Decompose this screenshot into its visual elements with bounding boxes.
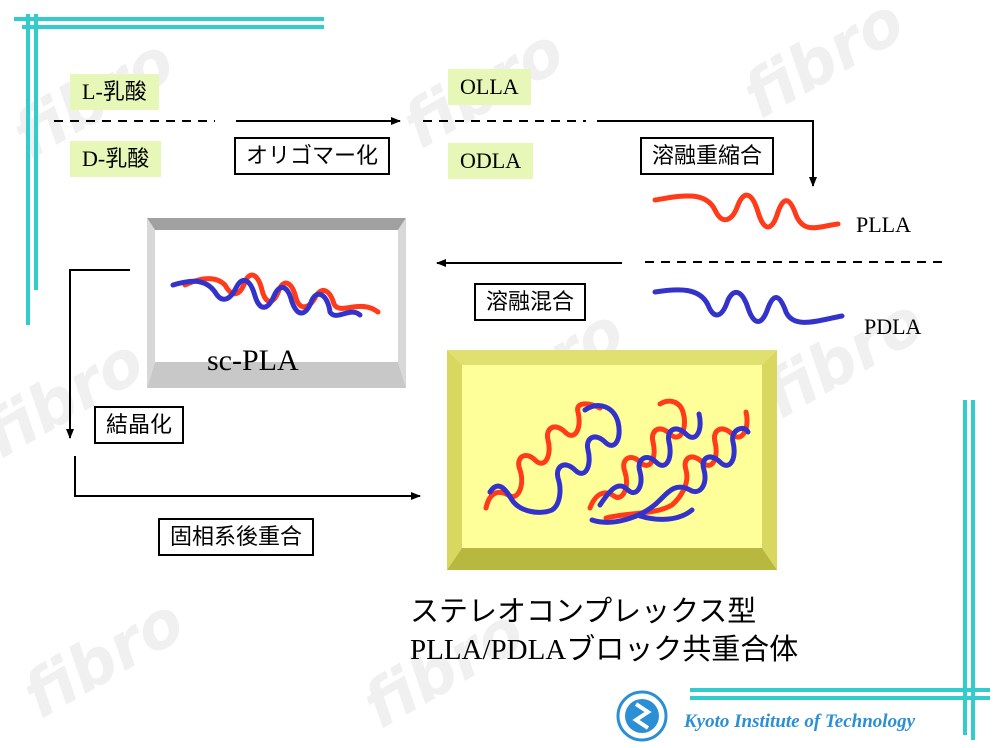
polycondensation-arrow xyxy=(597,120,817,187)
d-lactic-acid-label: D-乳酸 xyxy=(70,141,162,177)
diagram-title-line1: ステレオコンプレックス型 xyxy=(410,596,757,628)
solid-state-arrow xyxy=(74,456,421,500)
solid-state-polymerization-label: 固相系後重合 xyxy=(158,518,315,556)
melt-polycondensation-label: 溶融重縮合 xyxy=(640,137,775,175)
frame-top-left xyxy=(14,14,324,325)
frame-bottom-right xyxy=(690,400,990,740)
oligomerize-label: オリゴマー化 xyxy=(234,137,391,175)
watermark-text: fibro xyxy=(11,584,197,734)
dashed-lines xyxy=(54,120,946,263)
kit-logo-icon xyxy=(616,690,668,742)
watermark-text: fibro xyxy=(0,324,157,474)
sc-pla-label: sc-PLA xyxy=(207,344,299,377)
l-lactic-acid-label: L-乳酸 xyxy=(70,74,159,110)
diagram-title-line2: PLLA/PDLAブロック共重合体 xyxy=(410,634,799,666)
block-copolymer-box xyxy=(447,350,777,570)
polymer-chains xyxy=(170,192,845,525)
watermark-text: fibro xyxy=(751,284,937,434)
block-pdla-chain xyxy=(487,403,751,525)
crystallization-arrow xyxy=(66,269,130,439)
sc-pla-box xyxy=(147,218,406,388)
pdla-chain xyxy=(652,287,845,325)
melt-mixing-label: 溶融混合 xyxy=(474,283,587,321)
crystallization-label: 結晶化 xyxy=(94,406,185,444)
institution-name: Kyoto Institute of Technology xyxy=(684,711,916,732)
watermark-text: fibro xyxy=(731,0,917,134)
arrows xyxy=(66,117,817,500)
pdla-label: PDLA xyxy=(864,314,922,339)
plla-label: PLLA xyxy=(856,212,911,237)
odla-label: ODLA xyxy=(448,143,534,179)
sc-pla-pdla-chain xyxy=(170,278,363,318)
plla-chain xyxy=(652,192,841,231)
olla-label: OLLA xyxy=(448,69,531,105)
